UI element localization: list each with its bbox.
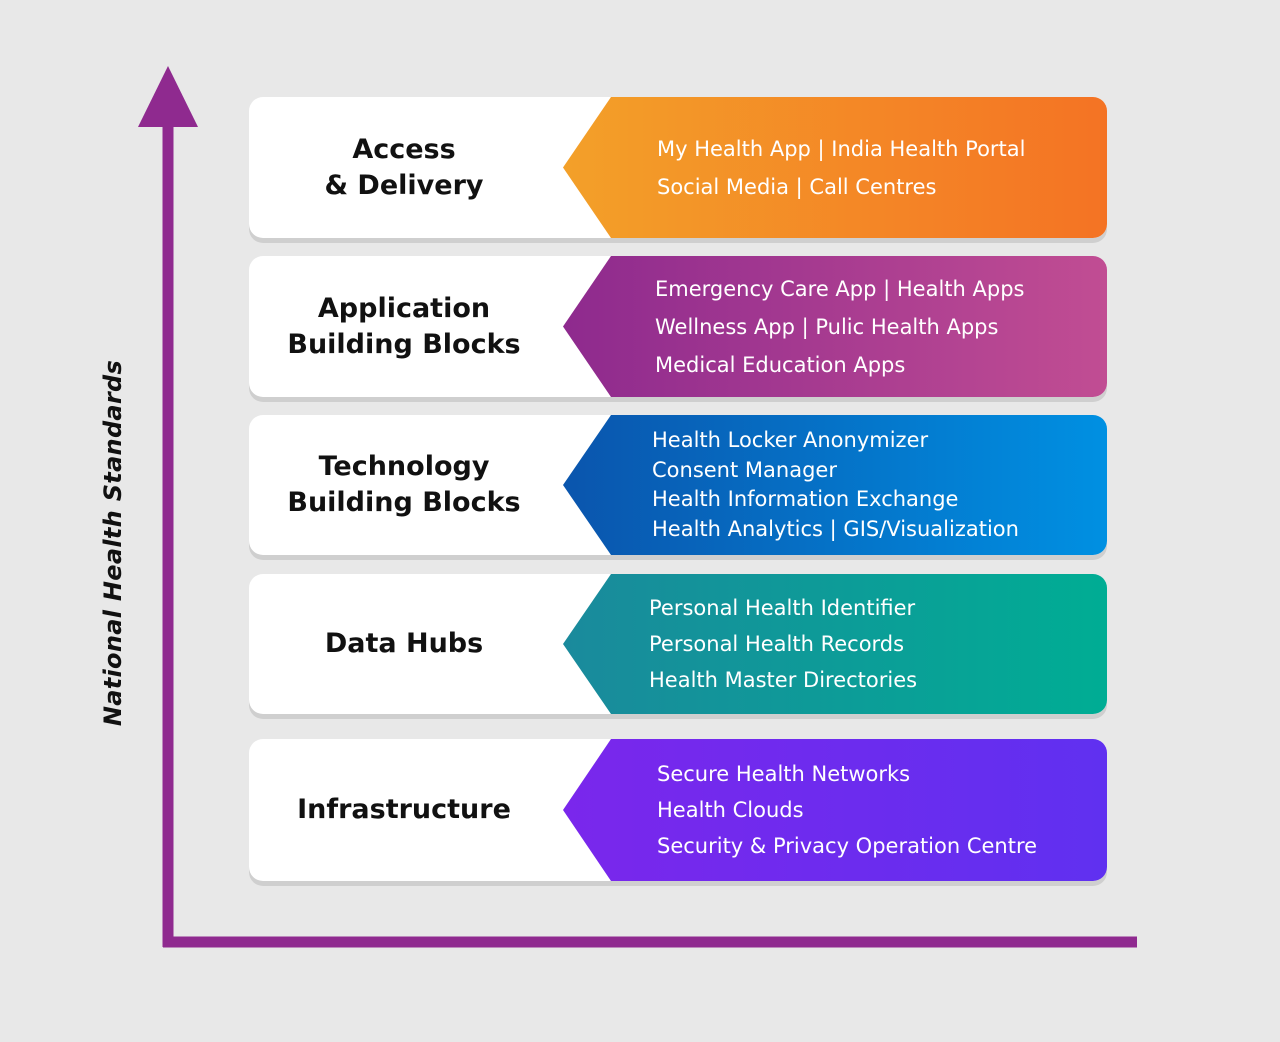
layer-item: Health Clouds (657, 798, 804, 822)
y-axis-arrow-head (138, 66, 198, 127)
axis-label: National Health Standards (99, 359, 127, 727)
layer-item: Health Information Exchange (652, 487, 959, 511)
layer-title: Access & Delivery (249, 97, 559, 238)
layer-item: Health Locker Anonymizer (652, 428, 929, 452)
layer-item: Security & Privacy Operation Centre (657, 834, 1038, 858)
layer-title: Infrastructure (249, 739, 559, 881)
layer-item: My Health App | India Health Portal (657, 136, 1026, 161)
layer-access-delivery: Access & Delivery My Health App | India He… (249, 97, 1107, 238)
layer-item: Wellness App | Pulic Health Apps (655, 314, 999, 339)
layer-item: Medical Education Apps (655, 352, 906, 377)
layer-title-line: Application (317, 292, 491, 324)
layer-title-line: Building Blocks (287, 328, 521, 360)
layer-title-line: Access (352, 133, 456, 165)
layer-item: Health Analytics | GIS/Visualization (652, 516, 1019, 541)
layer-title-line: Infrastructure (297, 794, 511, 825)
layer-item: Personal Health Records (649, 632, 905, 656)
layer-item: Social Media | Call Centres (657, 174, 937, 199)
layer-title: Data Hubs (249, 574, 559, 714)
layer-item: Secure Health Networks (657, 762, 911, 786)
layer-item: Personal Health Identifier (649, 596, 916, 620)
layer-item: Health Master Directories (649, 668, 918, 692)
layer-title-line: Building Blocks (287, 487, 521, 518)
layer-item: Consent Manager (652, 457, 837, 482)
layer-item: Emergency Care App | Health Apps (655, 276, 1025, 301)
layer-title-line: & Delivery (324, 169, 484, 201)
layer-title-line: Data Hubs (324, 628, 484, 659)
layer-title-line: Technology (318, 451, 490, 482)
